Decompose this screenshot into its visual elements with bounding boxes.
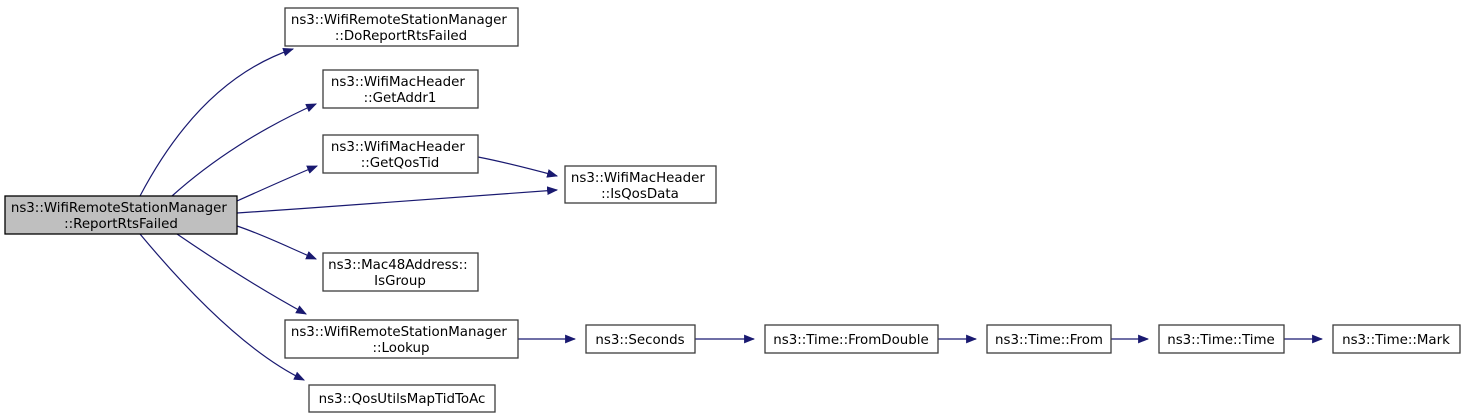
node-label: ns3::WifiMacHeader ::GetQosTid: [331, 140, 469, 171]
node-label: ns3::WifiRemoteStationManager ::DoReport…: [291, 13, 511, 44]
node-is-qos-data[interactable]: ns3::WifiMacHeader ::IsQosData: [564, 165, 717, 204]
node-box: [322, 69, 479, 109]
node-label: ns3::Time::Time: [1167, 333, 1275, 348]
node-time-time[interactable]: ns3::Time::Time: [1158, 324, 1285, 354]
node-label: ns3::Seconds: [595, 333, 684, 348]
node-box: [284, 7, 519, 47]
node-label: ns3::WifiMacHeader ::GetAddr1: [331, 75, 469, 106]
node-lookup[interactable]: ns3::WifiRemoteStationManager ::Lookup: [284, 319, 519, 359]
node-qos-utils-map-tid-to-ac[interactable]: ns3::QosUtilsMapTidToAc: [308, 384, 496, 413]
edge-reportrtsfailed-isgroup: [236, 225, 318, 260]
edge-reportrtsfailed-getaddr1: [171, 103, 318, 197]
node-get-qos-tid[interactable]: ns3::WifiMacHeader ::GetQosTid: [322, 134, 479, 174]
node-box: [1158, 324, 1285, 354]
node-box: [308, 384, 496, 413]
node-box: [986, 324, 1112, 354]
edge-reportrtsfailed-qosutilsmaptidtoac: [139, 233, 305, 381]
node-label: ns3::WifiRemoteStationManager ::Lookup: [291, 325, 511, 356]
node-box: [322, 252, 479, 292]
node-time-from-double[interactable]: ns3::Time::FromDouble: [764, 324, 939, 354]
edge-reportrtsfailed-lookup: [176, 233, 307, 315]
node-label: ns3::Time::From: [995, 333, 1103, 348]
node-box: [4, 195, 238, 235]
node-label: ns3::QosUtilsMapTidToAc: [319, 392, 486, 407]
node-box: [322, 134, 479, 174]
node-get-addr1[interactable]: ns3::WifiMacHeader ::GetAddr1: [322, 69, 479, 109]
edge-reportrtsfailed-getqostid: [236, 165, 319, 202]
edge-getqostid-isqosdata: [477, 156, 559, 178]
node-label: ns3::Time::Mark: [1342, 333, 1450, 348]
node-box: [284, 319, 519, 359]
node-report-rts-failed: ns3::WifiRemoteStationManager ::ReportRt…: [4, 195, 238, 235]
node-box: [585, 324, 696, 354]
node-is-group[interactable]: ns3::Mac48Address:: IsGroup: [322, 252, 479, 292]
edge-reportrtsfailed-isqosdata: [236, 186, 559, 214]
node-box: [764, 324, 939, 354]
node-do-report-rts-failed[interactable]: ns3::WifiRemoteStationManager ::DoReport…: [284, 7, 519, 47]
node-seconds[interactable]: ns3::Seconds: [585, 324, 696, 354]
node-box: [1332, 324, 1461, 354]
node-label: ns3::WifiMacHeader ::IsQosData: [571, 171, 709, 202]
edge-reportrtsfailed-doreportrtsfailed: [139, 47, 295, 197]
node-label: ns3::WifiRemoteStationManager ::ReportRt…: [11, 201, 231, 232]
node-label: ns3::Time::FromDouble: [773, 333, 928, 348]
node-time-from[interactable]: ns3::Time::From: [986, 324, 1112, 354]
node-box: [564, 165, 717, 204]
node-time-mark[interactable]: ns3::Time::Mark: [1332, 324, 1461, 354]
node-label: ns3::Mac48Address:: IsGroup: [328, 258, 472, 289]
